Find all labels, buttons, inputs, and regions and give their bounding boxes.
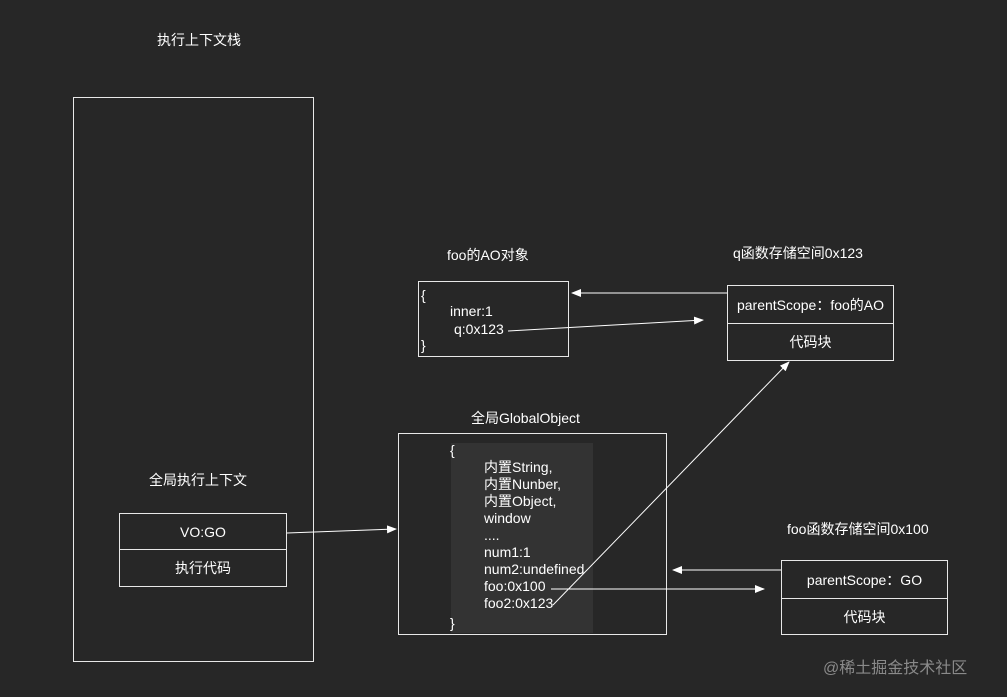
global-object-line: foo:0x100 <box>484 578 546 594</box>
stack-title: 执行上下文栈 <box>157 32 241 48</box>
global-object-line: foo2:0x123 <box>484 595 554 611</box>
foo-ao-box: { inner:1 q:0x123 } <box>418 281 569 357</box>
execution-context-stack <box>73 97 314 662</box>
q-ref-to-q-space-arrow <box>507 316 704 332</box>
global-object-line: 内置Object, <box>484 493 557 509</box>
global-object-line: num1:1 <box>484 544 531 560</box>
global-code-cell: 执行代码 <box>175 560 231 576</box>
foo-ao-title: foo的AO对象 <box>447 247 529 263</box>
global-object-line: window <box>484 510 531 526</box>
q-space-box: parentScope：foo的AO 代码块 <box>727 285 894 361</box>
q-parent-scope-cell: parentScope：foo的AO <box>728 286 893 324</box>
global-object-line: num2:undefined <box>484 561 585 577</box>
foo-ao-line: q:0x123 <box>454 321 504 337</box>
global-object-line: .... <box>484 527 500 543</box>
global-context-box: VO:GO 执行代码 <box>119 513 287 587</box>
global-object-open-brace: { <box>450 442 455 458</box>
foo-ao-open-brace: { <box>421 287 426 303</box>
foo2-to-q-space-arrow <box>552 361 790 606</box>
global-object-line: 内置Nunber, <box>484 476 562 492</box>
global-object-shade <box>451 443 593 633</box>
vo-to-global-object-arrow <box>286 525 397 534</box>
q-code-cell: 代码块 <box>789 334 832 350</box>
global-context-title: 全局执行上下文 <box>149 472 247 488</box>
foo-parent-scope-cell: parentScope：GO <box>782 561 947 599</box>
foo-ao-close-brace: } <box>421 337 426 353</box>
foo-ao-line: inner:1 <box>450 303 493 319</box>
foo-space-title: foo函数存储空间0x100 <box>787 521 929 537</box>
foo-code-cell: 代码块 <box>843 608 886 625</box>
q-space-title: q函数存储空间0x123 <box>733 245 863 261</box>
global-object-box: { 内置String, 内置Nunber, 内置Object, window .… <box>398 433 667 635</box>
watermark: @稀土掘金技术社区 <box>823 660 968 677</box>
global-object-title: 全局GlobalObject <box>471 410 580 426</box>
global-object-close-brace: } <box>450 615 455 631</box>
foo-space-box: parentScope：GO 代码块 <box>781 560 948 635</box>
vo-cell: VO:GO <box>120 514 286 550</box>
global-object-line: 内置String, <box>484 459 553 475</box>
